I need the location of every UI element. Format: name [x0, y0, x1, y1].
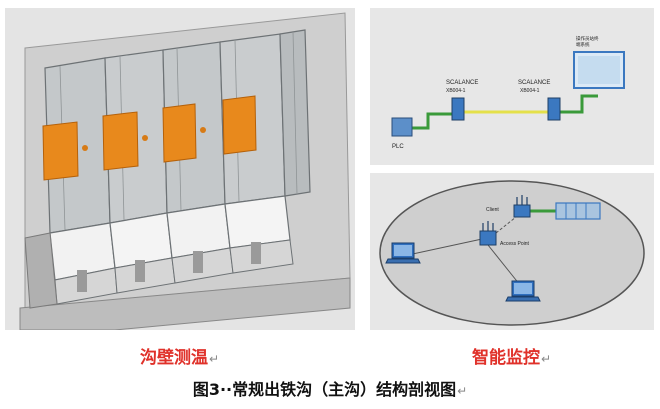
floor-slab	[19, 277, 351, 330]
scalance-device-1-icon	[451, 97, 465, 121]
plc-label: PLC	[392, 144, 404, 150]
client-label: Client	[486, 207, 499, 213]
scalance-model-1: XB004-1	[446, 88, 466, 94]
figure-caption: 图3··常规出铁沟（主沟）结构剖视图↵	[192, 380, 468, 399]
support-leg	[24, 232, 58, 309]
left-panel-caption: 沟壁测温↵	[140, 348, 220, 368]
wireless-network-diagram: Access Point Client	[379, 180, 645, 326]
temperature-sensor-panels	[42, 95, 257, 181]
screen-link	[558, 94, 598, 114]
trench-wall-illustration-panel	[5, 8, 355, 330]
access-point-label: Access Point	[500, 241, 530, 247]
right-panel-caption: 智能监控↵	[472, 348, 552, 368]
plc-link	[410, 112, 456, 130]
plc-rack-icon	[555, 202, 601, 220]
scalance-label-1: SCALANCE	[446, 80, 478, 86]
access-point-icon	[479, 230, 497, 246]
scalance-device-2-icon	[547, 97, 561, 121]
client-icon	[513, 204, 531, 218]
client-wireless-link	[495, 216, 517, 234]
laptop-bottom-link	[487, 244, 521, 286]
screen-label-line1: 操作员站终	[576, 35, 599, 42]
scalance-network-diagram: PLC SCALANCE XB004-1 SCALANCE XB004-1 操作…	[391, 35, 625, 150]
trench-wall-illustration	[19, 12, 351, 330]
network-topology-panel: PLC SCALANCE XB004-1 SCALANCE XB004-1 操作…	[370, 8, 654, 165]
laptop-left-link	[407, 238, 483, 256]
screen-label-line2: 端系统	[576, 41, 590, 48]
scalance-label-2: SCALANCE	[518, 80, 550, 86]
trench-blocks	[49, 195, 294, 305]
wireless-network-panel: Access Point Client	[370, 173, 654, 330]
laptop-bottom-icon	[505, 280, 541, 302]
plc-icon	[391, 117, 413, 137]
scalance-model-2: XB004-1	[520, 88, 540, 94]
laptop-left-icon	[385, 242, 421, 264]
